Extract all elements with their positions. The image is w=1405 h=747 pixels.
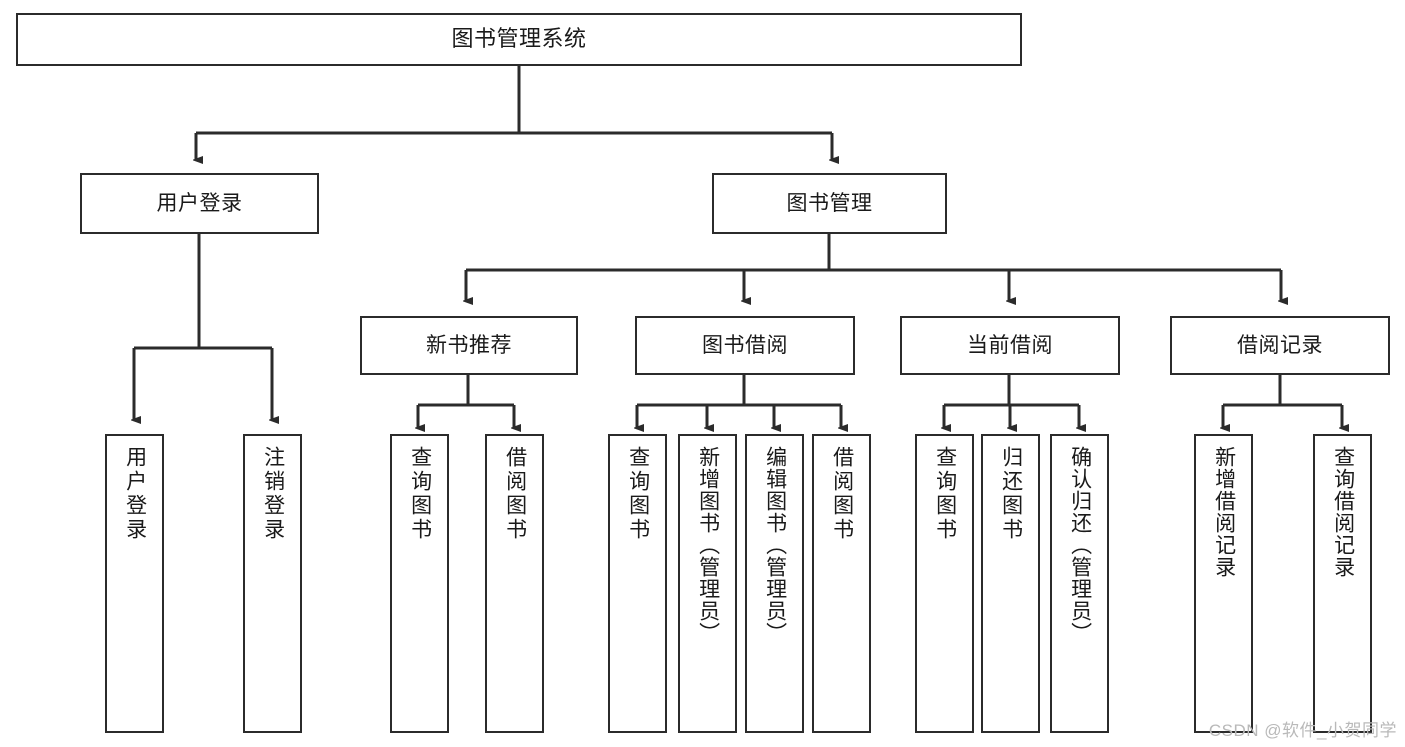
leaf-book-borrow-query[interactable]: 查询图书 <box>608 434 667 733</box>
node-label: 编辑图书（管理员） <box>763 446 787 644</box>
node-label: 用户登录 <box>156 191 243 215</box>
csdn-watermark: CSDN @软件_小贺同学 <box>1208 721 1397 740</box>
node-label: 用户登录 <box>123 446 147 542</box>
leaf-user-login-login[interactable]: 用户登录 <box>105 434 164 733</box>
node-label: 查询图书 <box>408 446 432 542</box>
node-label: 当前借阅 <box>967 333 1053 357</box>
node-user-login[interactable]: 用户登录 <box>80 173 319 234</box>
node-root-system[interactable]: 图书管理系统 <box>16 13 1022 66</box>
node-label: 借阅图书 <box>830 446 854 542</box>
leaf-book-borrow-add[interactable]: 新增图书（管理员） <box>678 434 737 733</box>
node-label: 查询图书 <box>626 446 650 542</box>
leaf-borrow-record-add[interactable]: 新增借阅记录 <box>1194 434 1253 733</box>
node-label: 借阅图书 <box>503 446 527 542</box>
leaf-new-book-borrow[interactable]: 借阅图书 <box>485 434 544 733</box>
leaf-book-borrow-edit[interactable]: 编辑图书（管理员） <box>745 434 804 733</box>
node-label: 图书借阅 <box>702 333 788 357</box>
node-label: 查询图书 <box>933 446 957 542</box>
node-label: 查询借阅记录 <box>1331 446 1355 578</box>
leaf-new-book-query[interactable]: 查询图书 <box>390 434 449 733</box>
leaf-current-borrow-query[interactable]: 查询图书 <box>915 434 974 733</box>
leaf-current-borrow-return[interactable]: 归还图书 <box>981 434 1040 733</box>
leaf-user-login-logout[interactable]: 注销登录 <box>243 434 302 733</box>
node-label: 新增借阅记录 <box>1212 446 1236 578</box>
node-current-borrow[interactable]: 当前借阅 <box>900 316 1120 375</box>
node-label: 注销登录 <box>261 446 285 542</box>
node-label: 确认归还（管理员） <box>1068 446 1092 644</box>
leaf-book-borrow-borrow[interactable]: 借阅图书 <box>812 434 871 733</box>
node-borrow-record[interactable]: 借阅记录 <box>1170 316 1390 375</box>
node-label: 图书管理系统 <box>451 26 587 52</box>
node-label: 图书管理 <box>786 191 873 215</box>
node-label: 新增图书（管理员） <box>696 446 720 644</box>
node-new-book-recommend[interactable]: 新书推荐 <box>360 316 578 375</box>
node-label: 新书推荐 <box>426 333 512 357</box>
node-label: 借阅记录 <box>1237 333 1323 357</box>
leaf-current-borrow-confirm-return[interactable]: 确认归还（管理员） <box>1050 434 1109 733</box>
node-book-management[interactable]: 图书管理 <box>712 173 947 234</box>
node-label: 归还图书 <box>999 446 1023 542</box>
leaf-borrow-record-query[interactable]: 查询借阅记录 <box>1313 434 1372 733</box>
node-book-borrow[interactable]: 图书借阅 <box>635 316 855 375</box>
